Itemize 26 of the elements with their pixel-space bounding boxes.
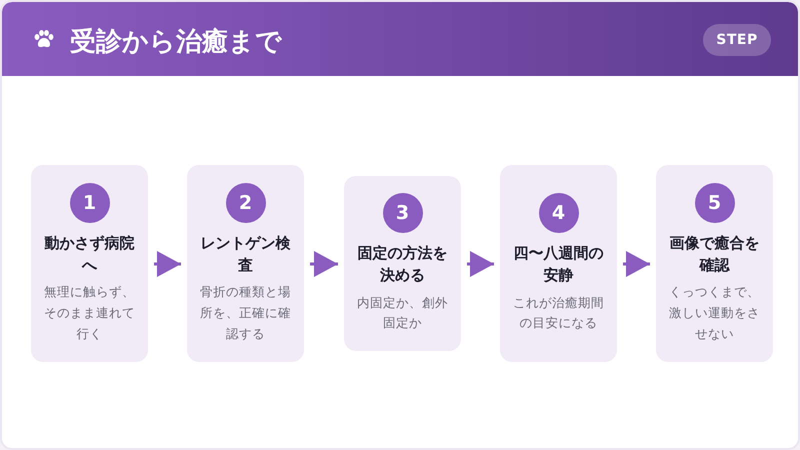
- step-number: 3: [382, 193, 422, 234]
- step-description: 無理に触らず、そのまま連れて行く: [44, 283, 136, 343]
- step-title: レントゲン検査: [200, 232, 292, 276]
- arrow: [623, 251, 650, 277]
- step-card: [500, 165, 617, 362]
- step-card: [656, 165, 773, 362]
- step-description: 骨折の種類と場所を、正確に確認する: [200, 283, 292, 343]
- step-number: 1: [70, 182, 110, 223]
- step-description: くっつくまで、激しい運動をさせない: [668, 283, 760, 343]
- step-title: 動かさず病院へ: [44, 232, 136, 276]
- arrow: [310, 251, 338, 277]
- step-number: 2: [226, 182, 266, 223]
- step-description: これが治癒期間の目安になる: [512, 294, 604, 332]
- step-card: [344, 176, 461, 351]
- step-title: 固定の方法を決める: [356, 243, 448, 286]
- step-number: 4: [538, 193, 578, 234]
- step-card: [31, 165, 148, 362]
- step-badge: STEP: [703, 24, 771, 56]
- arrow: [154, 251, 181, 277]
- step-card: [187, 165, 304, 362]
- arrow: [467, 251, 494, 277]
- title: 受診から治癒まで: [70, 26, 282, 59]
- step-description: 内固定か、創外固定か: [356, 294, 448, 332]
- step-number: 5: [694, 182, 734, 223]
- step-title: 四〜八週間の安静: [512, 243, 604, 286]
- step-title: 画像で癒合を確認: [668, 232, 760, 276]
